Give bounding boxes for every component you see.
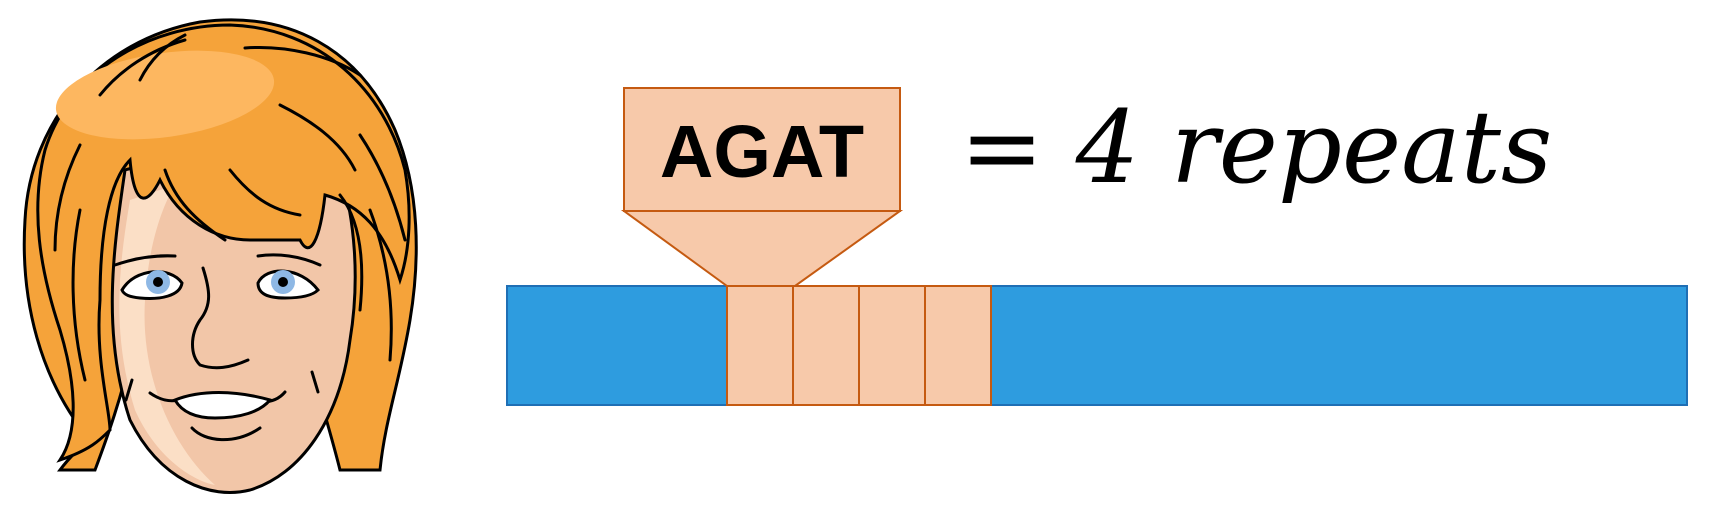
face-highlight xyxy=(119,185,215,485)
nose xyxy=(191,266,250,370)
hair-strands xyxy=(53,33,407,382)
left-eyebrow xyxy=(113,254,177,267)
hair-highlight xyxy=(55,50,275,140)
mouth xyxy=(148,390,287,442)
right-eyebrow xyxy=(256,253,322,267)
right-cheek-line xyxy=(310,370,320,394)
dna-strand xyxy=(506,285,1688,406)
right-eye xyxy=(256,269,320,300)
motif-box: AGAT xyxy=(623,87,901,212)
dna-strand-bar xyxy=(506,285,1688,406)
repeat-unit xyxy=(858,285,926,406)
left-cheek-line xyxy=(124,378,134,402)
repeat-unit xyxy=(726,285,794,406)
repeat-unit xyxy=(924,285,992,406)
repeat-region xyxy=(726,285,992,406)
zoom-connector xyxy=(620,210,904,287)
person-illustration xyxy=(22,18,418,494)
repeat-unit xyxy=(792,285,860,406)
motif-box-rect xyxy=(623,87,901,212)
repeat-count-equation: = 4 repeats xyxy=(960,89,1552,206)
left-eye xyxy=(120,270,184,300)
motif-label: AGAT xyxy=(660,110,864,193)
